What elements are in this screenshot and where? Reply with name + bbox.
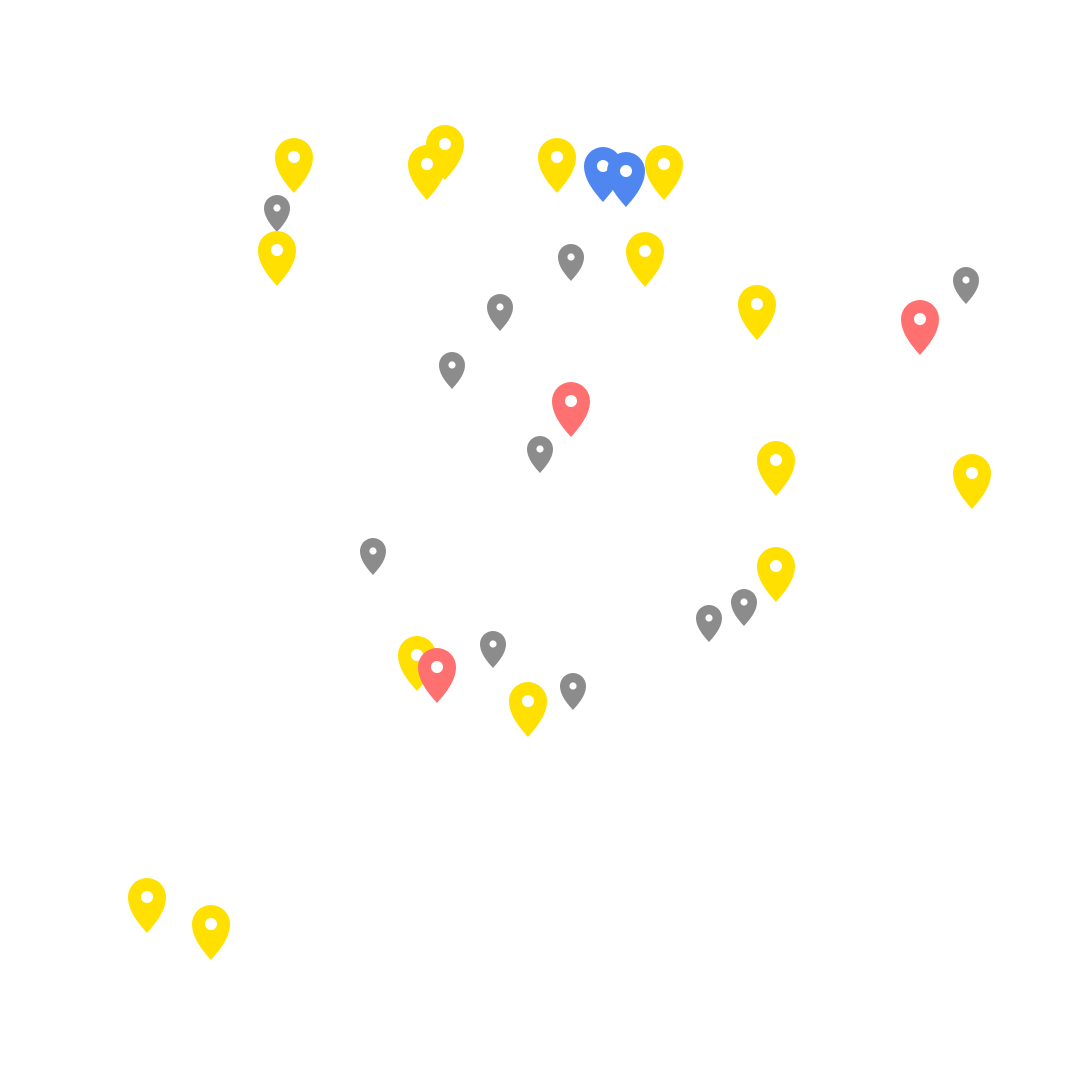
marker-center-dot [620,165,632,177]
map-marker-gray[interactable] [487,294,513,331]
map-pin-icon [738,285,776,340]
marker-center-dot [770,560,782,572]
marker-center-dot [740,598,748,606]
marker-center-dot [569,682,577,690]
map-marker-gray[interactable] [527,436,553,473]
map-pin-icon [558,244,584,281]
map-marker-gray[interactable] [480,631,506,668]
map-marker-yellow[interactable] [258,231,296,286]
map-marker-yellow[interactable] [626,232,664,287]
map-pin-icon [731,589,757,626]
marker-center-dot [639,245,651,257]
map-marker-gray[interactable] [360,538,386,575]
map-marker-gray[interactable] [439,352,465,389]
marker-center-dot [271,244,283,256]
marker-center-dot [914,313,926,325]
marker-center-dot [421,158,433,170]
map-pin-icon [645,145,683,200]
map-marker-yellow[interactable] [953,454,991,509]
map-marker-gray[interactable] [696,605,722,642]
map-pin-icon [757,547,795,602]
map-marker-gray[interactable] [264,195,290,232]
map-pin-icon [552,382,590,437]
map-marker-gray[interactable] [560,673,586,710]
marker-center-dot [966,467,978,479]
map-pin-icon [509,682,547,737]
marker-center-dot [411,649,423,661]
map-pin-icon [538,138,576,193]
map-marker-yellow[interactable] [757,441,795,496]
marker-center-dot [536,445,544,453]
marker-center-dot [431,661,443,673]
map-marker-red[interactable] [901,300,939,355]
map-pin-icon [439,352,465,389]
map-pin-icon [487,294,513,331]
map-marker-red[interactable] [418,648,456,703]
map-pin-icon [264,195,290,232]
marker-center-dot [273,204,281,212]
map-marker-gray[interactable] [558,244,584,281]
map-marker-yellow[interactable] [408,145,446,200]
map-pin-icon [275,138,313,193]
map-pin-icon [696,605,722,642]
marker-center-dot [288,151,300,163]
marker-center-dot [751,298,763,310]
map-marker-gray[interactable] [953,267,979,304]
marker-center-dot [565,395,577,407]
marker-center-dot [658,158,670,170]
map-pin-icon [408,145,446,200]
marker-center-dot [705,614,713,622]
map-marker-yellow[interactable] [757,547,795,602]
map-pin-icon [480,631,506,668]
marker-center-dot [522,695,534,707]
map-marker-yellow[interactable] [509,682,547,737]
map-marker-yellow[interactable] [538,138,576,193]
marker-center-dot [369,547,377,555]
marker-center-dot [962,276,970,284]
map-pin-icon [953,454,991,509]
map-pin-icon [527,436,553,473]
marker-center-dot [448,361,456,369]
map-marker-yellow[interactable] [192,905,230,960]
map-pin-icon [192,905,230,960]
marker-center-dot [551,151,563,163]
map-pin-icon [953,267,979,304]
marker-center-dot [770,454,782,466]
map-pin-icon [901,300,939,355]
map-pin-icon [418,648,456,703]
map-marker-yellow[interactable] [275,138,313,193]
map-marker-yellow[interactable] [128,878,166,933]
map-marker-blue[interactable] [607,152,645,207]
map-pin-icon [757,441,795,496]
map-pin-icon [560,673,586,710]
map-pin-icon [360,538,386,575]
map-pin-icon [607,152,645,207]
map-marker-red[interactable] [552,382,590,437]
marker-center-dot [489,640,497,648]
map-marker-gray[interactable] [731,589,757,626]
marker-center-dot [141,891,153,903]
map-marker-yellow[interactable] [738,285,776,340]
marker-center-dot [496,303,504,311]
marker-center-dot [439,138,451,150]
marker-center-dot [597,160,609,172]
map-pin-icon [258,231,296,286]
map-pin-icon [626,232,664,287]
map-marker-yellow[interactable] [645,145,683,200]
map-pin-icon [128,878,166,933]
marker-center-dot [567,253,575,261]
marker-center-dot [205,918,217,930]
